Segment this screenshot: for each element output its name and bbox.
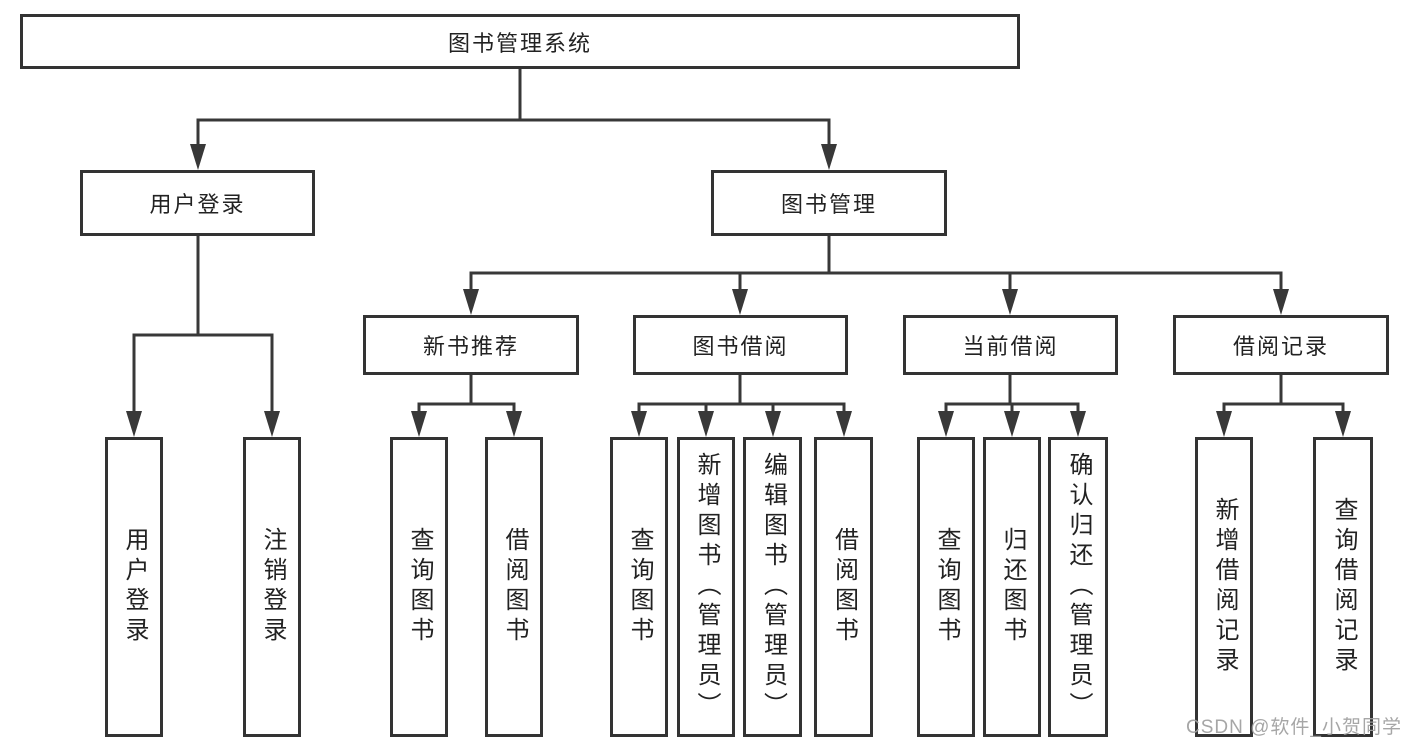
leaf-logout: 注销登录 bbox=[243, 437, 301, 737]
leaf-current-confirm-return-label: 确认归还（管理员） bbox=[1065, 452, 1092, 722]
leaf-logout-label: 注销登录 bbox=[259, 527, 286, 647]
node-new-book-recommend: 新书推荐 bbox=[363, 315, 579, 375]
watermark: CSDN @软件_小贺同学 bbox=[1186, 717, 1402, 738]
node-book-borrowing: 图书借阅 bbox=[633, 315, 848, 375]
leaf-current-query-books-label: 查询图书 bbox=[933, 527, 960, 647]
leaf-records-add-record: 新增借阅记录 bbox=[1195, 437, 1253, 737]
leaf-current-query-books: 查询图书 bbox=[917, 437, 975, 737]
leaf-borrowing-query-books: 查询图书 bbox=[610, 437, 668, 737]
node-book-management-label: 图书管理 bbox=[780, 192, 877, 217]
leaf-records-add-record-label: 新增借阅记录 bbox=[1211, 497, 1238, 677]
leaf-borrowing-query-books-label: 查询图书 bbox=[626, 527, 653, 647]
leaf-borrowing-add-books: 新增图书（管理员） bbox=[677, 437, 735, 737]
leaf-current-confirm-return: 确认归还（管理员） bbox=[1048, 437, 1108, 737]
leaf-borrowing-edit-books: 编辑图书（管理员） bbox=[743, 437, 802, 737]
node-root-label: 图书管理系统 bbox=[447, 30, 592, 56]
leaf-records-query-record: 查询借阅记录 bbox=[1313, 437, 1373, 737]
node-root: 图书管理系统 bbox=[20, 14, 1020, 69]
leaf-borrowing-borrow-books-label: 借阅图书 bbox=[830, 527, 858, 647]
node-current-borrowing-label: 当前借阅 bbox=[962, 334, 1059, 359]
node-borrowing-records: 借阅记录 bbox=[1173, 315, 1389, 375]
node-book-borrowing-label: 图书借阅 bbox=[692, 334, 789, 359]
leaf-borrowing-borrow-books: 借阅图书 bbox=[814, 437, 873, 737]
node-user-login-label: 用户登录 bbox=[149, 192, 246, 217]
leaf-recommend-borrow-books: 借阅图书 bbox=[485, 437, 543, 737]
leaf-current-return-books: 归还图书 bbox=[983, 437, 1041, 737]
node-book-management: 图书管理 bbox=[711, 170, 947, 236]
leaf-borrowing-add-books-label: 新增图书（管理员） bbox=[693, 452, 720, 722]
node-user-login: 用户登录 bbox=[80, 170, 315, 236]
leaf-user-login-label: 用户登录 bbox=[121, 527, 148, 647]
leaf-recommend-query-books: 查询图书 bbox=[390, 437, 448, 737]
leaf-recommend-query-books-label: 查询图书 bbox=[406, 527, 433, 647]
leaf-current-return-books-label: 归还图书 bbox=[999, 527, 1026, 647]
node-current-borrowing: 当前借阅 bbox=[903, 315, 1118, 375]
leaf-records-query-record-label: 查询借阅记录 bbox=[1330, 497, 1357, 677]
leaf-recommend-borrow-books-label: 借阅图书 bbox=[501, 527, 528, 647]
leaf-user-login: 用户登录 bbox=[105, 437, 163, 737]
leaf-borrowing-edit-books-label: 编辑图书（管理员） bbox=[759, 452, 787, 722]
node-new-book-recommend-label: 新书推荐 bbox=[422, 334, 519, 359]
node-borrowing-records-label: 借阅记录 bbox=[1232, 334, 1329, 359]
